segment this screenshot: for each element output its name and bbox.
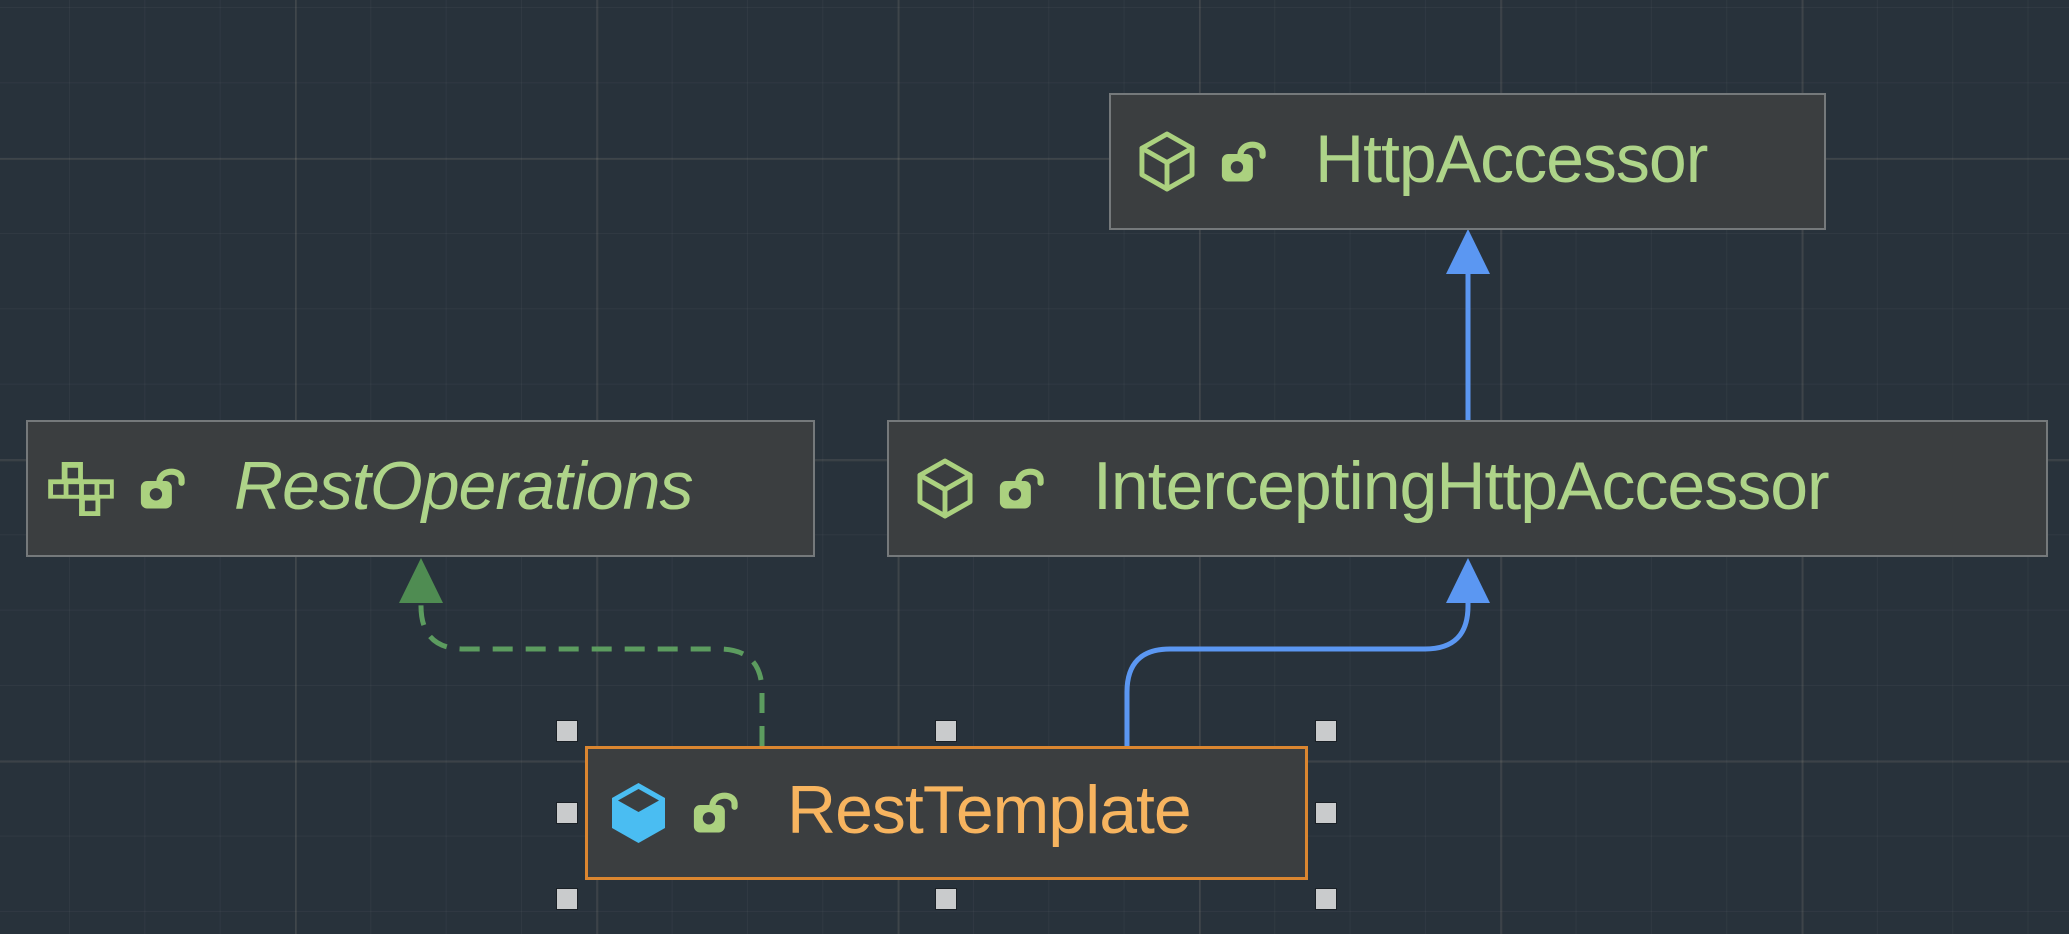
selection-handle-top-center[interactable] (936, 721, 956, 741)
abstract-class-icon (917, 458, 973, 519)
node-rest-template[interactable]: RestTemplate (585, 746, 1308, 880)
selection-handle-bottom-center[interactable] (936, 889, 956, 909)
selection-handle-bottom-right[interactable] (1316, 889, 1336, 909)
node-label: InterceptingHttpAccessor (1093, 447, 1830, 524)
selection-handle-mid-left[interactable] (557, 803, 577, 823)
abstract-class-icon (1139, 131, 1195, 192)
selection-handle-mid-right[interactable] (1316, 803, 1336, 823)
unlocked-padlock-icon (999, 468, 1044, 508)
unlocked-padlock-icon (140, 468, 185, 508)
selection-handle-top-left[interactable] (557, 721, 577, 741)
unlocked-padlock-icon (1221, 141, 1266, 181)
edge-extends-resttemplate-to-intercepting[interactable] (1124, 558, 1490, 746)
node-label: HttpAccessor (1315, 120, 1708, 197)
node-rest-operations[interactable]: RestOperations (26, 420, 815, 557)
unlocked-padlock-icon (693, 792, 738, 833)
selection-handle-bottom-left[interactable] (557, 889, 577, 909)
edge-implements-resttemplate-to-restoperations[interactable] (399, 558, 765, 746)
edge-extends-intercepting-to-httpaccessor[interactable] (1446, 229, 1490, 420)
class-icon (612, 783, 665, 843)
node-label: RestOperations (234, 447, 693, 524)
node-intercepting-http-accessor[interactable]: InterceptingHttpAccessor (887, 420, 2048, 557)
interface-icon (48, 461, 114, 516)
node-http-accessor[interactable]: HttpAccessor (1109, 93, 1826, 230)
node-label: RestTemplate (787, 772, 1192, 848)
selection-handle-top-right[interactable] (1316, 721, 1336, 741)
